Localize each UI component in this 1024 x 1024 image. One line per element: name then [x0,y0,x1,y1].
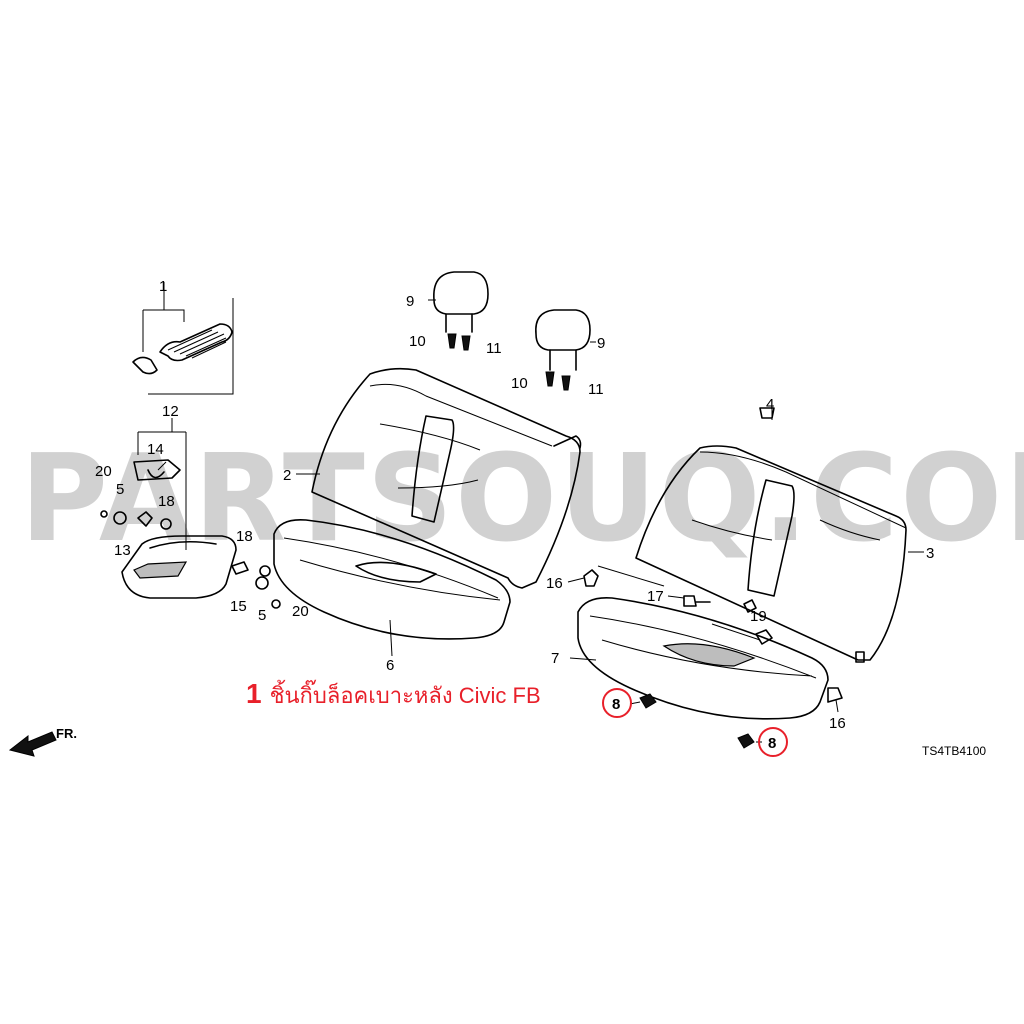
leader-lines [157,299,924,743]
callout-14: 14 [147,441,164,458]
callout-labels: 1 12 14 20 5 18 13 18 15 5 20 9 10 11 2 … [95,278,934,732]
callout-11-right: 11 [588,381,604,398]
callout-2: 2 [283,467,291,484]
part-12-armrest-assy [100,418,281,609]
part-9-headrest-right [535,309,591,391]
callout-4: 4 [766,396,774,413]
callout-8-right: 8 [768,735,776,752]
callout-16-right: 16 [829,715,846,732]
callout-9-right: 9 [597,335,605,352]
callout-16-left: 16 [546,575,563,592]
callout-5-right: 5 [258,607,266,624]
part-6-left-seat-cushion [273,518,511,640]
callout-6: 6 [386,657,394,674]
part-2-left-seatback [311,367,582,589]
callout-12: 12 [162,403,179,420]
callout-20-left: 20 [95,463,112,480]
right-side-hardware [583,565,865,749]
callout-18-right: 18 [236,528,253,545]
callout-10-right: 10 [511,375,528,392]
callout-20-right: 20 [292,603,309,620]
callout-8-left: 8 [612,696,620,713]
part-3-right-seatback [635,407,907,661]
callout-1: 1 [159,278,167,295]
part-7-right-seat-cushion [577,596,829,720]
part-1-clip-set [132,282,234,395]
callout-15: 15 [230,598,247,615]
callout-11-left: 11 [486,340,502,357]
callout-9-left: 9 [406,293,414,310]
callout-8-left-circled: 8 [602,688,632,718]
callout-10-left: 10 [409,333,426,350]
callout-3: 3 [926,545,934,562]
diagram-code: TS4TB4100 [922,744,987,758]
caption: 1 ชิ้นกิ๊บล็อคเบาะหลัง Civic FB [246,678,541,713]
front-direction-arrow-icon: FR. [8,726,77,757]
part-9-headrest-left [433,271,489,351]
caption-number: 1 [246,678,262,709]
callout-5-left: 5 [116,481,124,498]
callout-19: 19 [750,608,767,625]
front-marker-label: FR. [56,726,77,741]
callout-18-left: 18 [158,493,175,510]
caption-text: ชิ้นกิ๊บล็อคเบาะหลัง Civic FB [269,683,541,708]
callout-17: 17 [647,588,664,605]
callout-7: 7 [551,650,559,667]
callout-8-right-circled: 8 [758,727,788,757]
callout-13: 13 [114,542,131,559]
